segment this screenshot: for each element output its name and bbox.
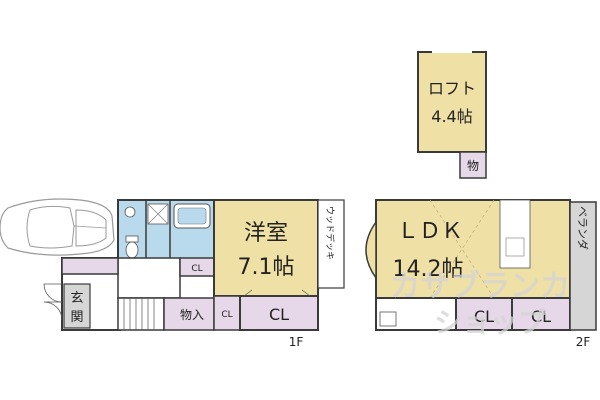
closet-main <box>239 295 319 331</box>
car-icon <box>0 198 115 256</box>
floor2-label: 2F <box>576 335 591 349</box>
storage-label: 物入 <box>180 308 204 322</box>
veranda-label: ベランダ <box>576 206 590 250</box>
loft: ロフト 4.4帖 物 <box>417 51 487 179</box>
loft-storage <box>459 151 487 179</box>
closet-right <box>511 297 571 331</box>
closet-small <box>213 295 241 331</box>
floor-1: CL 物入 玄 関 洋室 7.1帖 CL CL <box>43 199 345 349</box>
floor-2: ＬＤＫ 14.2帖 CL CL ベランダ 2F <box>365 199 597 349</box>
western-room-name: 洋室 <box>244 221 288 246</box>
loft-room <box>417 51 487 153</box>
floor1-label: 1F <box>289 335 304 349</box>
closet-left <box>455 297 513 331</box>
wood-deck-label: ウッドデッキ <box>324 206 336 260</box>
closet-main-label: CL <box>269 305 289 324</box>
veranda <box>569 201 597 331</box>
closet-small-label: CL <box>221 310 232 320</box>
closet-upper-label: CL <box>191 264 202 274</box>
western-room <box>213 199 319 297</box>
wood-deck <box>317 199 345 289</box>
toilet-icon <box>125 235 139 259</box>
ldk-size: 14.2帖 <box>393 257 464 282</box>
watermark-line1: カサブランカ <box>390 269 570 304</box>
bay-window <box>365 219 377 281</box>
entrance <box>63 283 91 329</box>
watermark: カサブランカ ショップ <box>390 269 570 339</box>
stairs-icon <box>117 297 165 331</box>
entrance-label-2: 関 <box>70 310 83 325</box>
ldk-name: ＬＤＫ <box>397 219 463 244</box>
closet-right-label: CL <box>531 307 551 326</box>
storage <box>163 297 215 331</box>
western-room-size: 7.1帖 <box>238 255 295 280</box>
loft-storage-label: 物 <box>467 159 479 173</box>
ldk <box>375 199 571 299</box>
entrance-label-1: 玄 <box>70 291 83 306</box>
loft-size: 4.4帖 <box>431 107 472 126</box>
watermark-line2: ショップ <box>434 306 547 339</box>
loft-name: ロフト <box>428 79 476 98</box>
closet-left-label: CL <box>474 307 494 326</box>
kitchen-counter <box>499 199 531 269</box>
corridor <box>117 257 181 299</box>
